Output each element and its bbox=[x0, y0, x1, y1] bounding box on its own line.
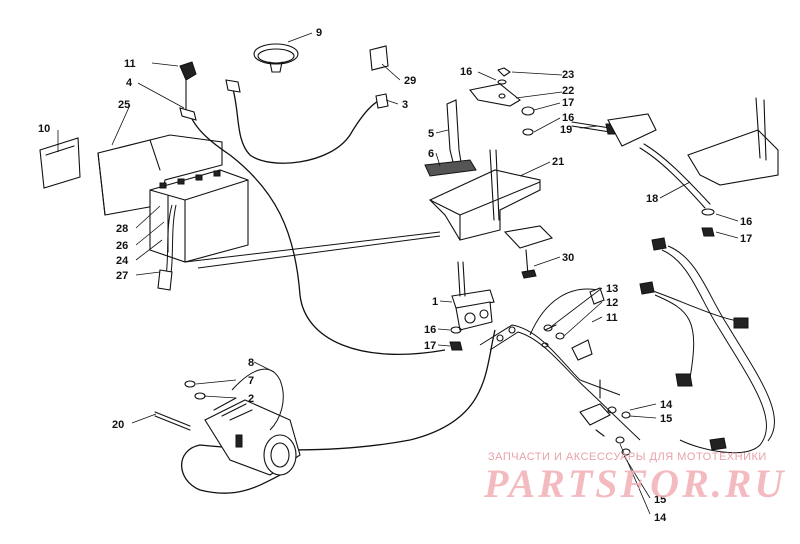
callout-26: 26 bbox=[116, 240, 128, 252]
callout-28: 28 bbox=[116, 223, 128, 235]
watermark-logo: PARTSFOR.RU bbox=[484, 461, 787, 506]
callout-5: 5 bbox=[428, 128, 434, 140]
callout-20: 20 bbox=[112, 419, 124, 431]
callout-17: 17 bbox=[562, 97, 574, 109]
callout-24: 24 bbox=[116, 255, 129, 267]
callout-11: 11 bbox=[124, 58, 136, 70]
callout-21: 21 bbox=[552, 156, 564, 168]
callout-25: 25 bbox=[118, 99, 130, 111]
callout-23: 23 bbox=[562, 69, 574, 81]
starter-motor-part bbox=[204, 397, 301, 476]
callout-14: 14 bbox=[654, 512, 667, 524]
bracket-part bbox=[446, 99, 463, 171]
callout-4: 4 bbox=[126, 77, 133, 89]
callout-11: 11 bbox=[606, 312, 618, 324]
support-bracket-part bbox=[607, 97, 779, 237]
callout-6: 6 bbox=[428, 148, 434, 160]
callout-8: 8 bbox=[248, 357, 254, 369]
callout-22: 22 bbox=[562, 85, 574, 97]
callout-labels: 9 11 4 25 10 29 3 28 26 24 27 16 23 22 1… bbox=[38, 27, 752, 524]
solenoid-part bbox=[451, 261, 495, 331]
callout-10: 10 bbox=[38, 123, 50, 135]
callout-2: 2 bbox=[248, 393, 254, 405]
callout-19: 19 bbox=[560, 124, 572, 136]
callout-27: 27 bbox=[116, 270, 128, 282]
callout-15: 15 bbox=[660, 413, 672, 425]
callout-7: 7 bbox=[248, 375, 254, 387]
callout-16: 16 bbox=[424, 324, 436, 336]
battery-cover-part bbox=[97, 134, 223, 216]
terminal-cap-part bbox=[179, 61, 197, 111]
watermark-tagline: ЗАПЧАСТИ И АКСЕССУАРЫ ДЛЯ МОТОТЕХНИКИ bbox=[488, 451, 767, 463]
callout-14: 14 bbox=[660, 399, 673, 411]
battery-part bbox=[149, 169, 249, 263]
callout-17: 17 bbox=[424, 340, 436, 352]
callout-1: 1 bbox=[432, 296, 438, 308]
callout-13: 13 bbox=[606, 283, 618, 295]
mounting-bracket-part bbox=[429, 149, 541, 241]
callout-29: 29 bbox=[404, 75, 416, 87]
strap-part bbox=[469, 83, 521, 107]
callout-16: 16 bbox=[562, 112, 574, 124]
callout-15: 15 bbox=[654, 494, 666, 506]
callout-30: 30 bbox=[562, 252, 574, 264]
cable-clamp-part bbox=[253, 43, 299, 73]
battery-plate-part bbox=[39, 137, 81, 189]
callout-9: 9 bbox=[316, 27, 322, 39]
callout-16: 16 bbox=[740, 216, 752, 228]
callout-16: 16 bbox=[460, 66, 472, 78]
callout-18: 18 bbox=[646, 193, 658, 205]
leader-lines bbox=[57, 32, 739, 515]
callout-3: 3 bbox=[402, 99, 408, 111]
callout-12: 12 bbox=[606, 297, 618, 309]
callout-17: 17 bbox=[740, 233, 752, 245]
